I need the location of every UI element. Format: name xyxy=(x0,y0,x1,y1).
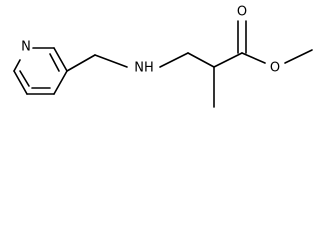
ring-bond xyxy=(13,59,21,72)
ester-oxygen-label: O xyxy=(270,61,280,76)
carbonyl-ester-o-bond xyxy=(241,52,266,64)
ch2-n-bond xyxy=(94,54,128,68)
n-ch2-bond xyxy=(159,52,189,68)
chemical-structure: N NH O O xyxy=(13,5,313,108)
ch-carbonyl-bond xyxy=(213,52,243,68)
ring-bond xyxy=(13,70,28,95)
pyridine-nitrogen-label: N xyxy=(21,40,31,55)
ester-methyl-bond xyxy=(284,49,313,64)
ch2-ch-bond xyxy=(187,52,215,68)
ch2-bond xyxy=(66,54,96,72)
pyridine-ring xyxy=(13,47,68,95)
ring-double-bond xyxy=(19,70,30,87)
amine-nh-label: NH xyxy=(134,61,154,76)
ring-double-bond xyxy=(49,53,60,72)
carbonyl-oxygen-label: O xyxy=(237,5,247,20)
ring-bond xyxy=(53,47,68,72)
side-chain xyxy=(66,20,313,108)
ring-bond xyxy=(53,70,68,95)
